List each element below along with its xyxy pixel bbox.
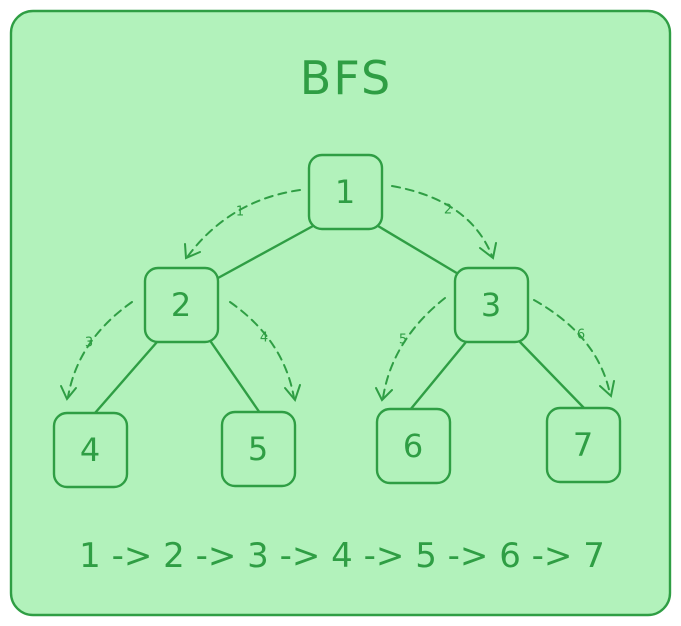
step-label-6: 6 (577, 328, 585, 343)
step-label-2: 2 (444, 203, 452, 218)
step-label-3: 3 (85, 336, 93, 351)
edge-1-3 (376, 224, 467, 280)
node-5: 5 (220, 410, 297, 488)
node-2: 2 (143, 266, 220, 344)
tree-nodes: 1 2 3 4 5 6 7 (52, 153, 622, 489)
diagram-background (9, 9, 672, 617)
edge-2-5 (209, 340, 262, 415)
node-3-label: 3 (481, 286, 501, 324)
tree-edges (93, 224, 586, 415)
traversal-order-text: 1 -> 2 -> 3 -> 4 -> 5 -> 6 -> 7 (79, 536, 605, 576)
diagram-title: BFS (300, 51, 392, 105)
node-6: 6 (375, 407, 452, 485)
node-4: 4 (52, 411, 129, 489)
node-4-label: 4 (80, 431, 100, 469)
step-arrow-6: 6 (533, 299, 615, 398)
node-1: 1 (307, 153, 384, 231)
step-label-4: 4 (260, 331, 268, 346)
node-5-label: 5 (248, 430, 268, 468)
step-arrow-5: 5 (375, 297, 446, 402)
step-arrow-2: 2 (391, 185, 497, 260)
edge-3-6 (408, 340, 468, 412)
node-6-label: 6 (403, 427, 423, 465)
step-label-1: 1 (236, 205, 244, 220)
step-label-5: 5 (399, 333, 407, 348)
node-2-label: 2 (171, 286, 191, 324)
node-7-label: 7 (573, 426, 593, 464)
step-arrow-1: 1 (184, 189, 301, 260)
traversal-steps: 1 2 3 4 5 6 (60, 185, 615, 403)
node-7: 7 (545, 406, 622, 484)
edge-2-4 (93, 340, 159, 415)
edge-1-2 (216, 224, 315, 280)
node-3: 3 (453, 266, 530, 344)
step-arrow-4: 4 (229, 301, 301, 403)
node-1-label: 1 (335, 173, 355, 211)
step-arrow-3: 3 (60, 301, 133, 401)
edge-3-7 (518, 340, 586, 410)
